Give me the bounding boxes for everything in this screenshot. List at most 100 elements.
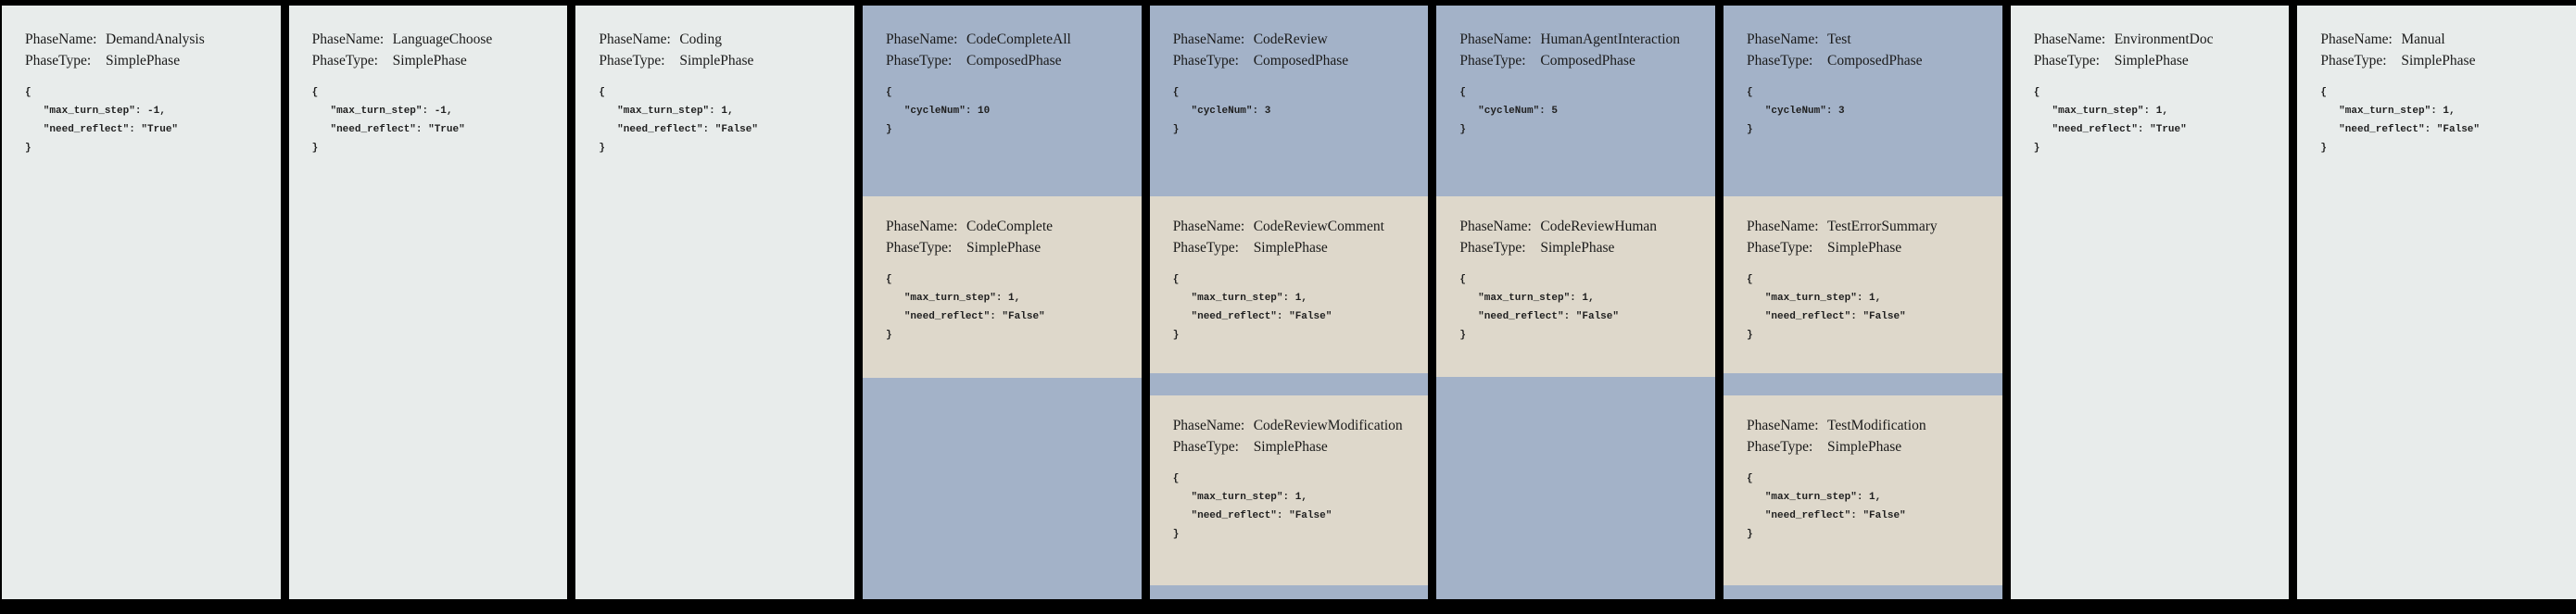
phase-type-row: PhaseType: SimplePhase [312,50,557,71]
phase-name-label: PhaseName: [886,31,958,47]
phase-name-value: HumanAgentInteraction [1540,31,1680,47]
phase-name-label: PhaseName: [1172,219,1245,234]
phase-type-label: PhaseType: [599,53,665,69]
phase-name-value: TestModification [1827,418,1926,433]
nested-phase-block-test-error-summary: PhaseName: TestErrorSummary PhaseType: S… [1724,196,2002,373]
phase-block: PhaseName: EnvironmentDoc PhaseType: Sim… [2011,6,2290,157]
phase-column-demand-analysis: PhaseName: DemandAnalysis PhaseType: Sim… [2,6,281,599]
phase-type-label: PhaseType: [311,53,378,69]
phase-type-value: SimplePhase [2114,53,2189,69]
phase-column-code-complete-all: PhaseName: CodeCompleteAll PhaseType: Co… [863,6,1142,599]
phase-type-label: PhaseType: [1747,240,1813,256]
phase-type-row: PhaseType: SimplePhase [2034,50,2279,71]
phase-name-label: PhaseName: [1459,219,1532,234]
nested-phase-block-code-review-modification: PhaseName: CodeReviewModification PhaseT… [1149,395,1429,585]
phase-name-label: PhaseName: [1747,31,1819,47]
phase-config-json: { "cycleNum": 10 } [886,87,991,135]
phase-type-value: ComposedPhase [1253,53,1349,69]
phase-name-row: PhaseName: TestErrorSummary [1747,216,1991,237]
phase-config-json: { "cycleNum": 5 } [1459,87,1558,135]
phase-config-json: { "max_turn_step": -1, "need_reflect": "… [311,87,465,154]
phase-name-label: PhaseName: [1459,31,1532,47]
phase-type-row: PhaseType: SimplePhase [2320,50,2565,71]
phase-name-value: CodeReviewComment [1253,219,1384,234]
phase-column-language-choose: PhaseName: LanguageChoose PhaseType: Sim… [288,6,568,599]
phase-name-value: CodeComplete [966,219,1054,234]
composed-phase-header: PhaseName: HumanAgentInteraction PhaseTy… [1436,6,1715,196]
phase-type-value: SimplePhase [2401,53,2476,69]
phase-type-row: PhaseType: ComposedPhase [1459,50,1704,71]
phase-name-value: LanguageChoose [392,31,493,47]
phase-column-environment-doc: PhaseName: EnvironmentDoc PhaseType: Sim… [2010,6,2290,599]
phase-config-json: { "cycleNum": 3 } [1747,87,1845,135]
phase-name-row: PhaseName: Manual [2320,29,2565,50]
phase-name-label: PhaseName: [1747,418,1819,433]
phase-name-row: PhaseName: CodeReview [1173,29,1418,50]
phase-type-label: PhaseType: [1747,439,1813,455]
phase-type-row: PhaseType: SimplePhase [1459,237,1704,258]
phase-name-value: Test [1827,31,1851,47]
phase-name-row: PhaseName: CodeReviewComment [1173,216,1418,237]
phase-type-label: PhaseType: [25,53,92,69]
phase-name-row: PhaseName: Coding [599,29,843,50]
phase-type-label: PhaseType: [886,240,953,256]
phase-config-json: { "max_turn_step": 1, "need_reflect": "T… [2033,87,2187,154]
phase-type-value: SimplePhase [392,53,467,69]
phase-type-value: SimplePhase [679,53,754,69]
phase-name-row: PhaseName: CodeReviewHuman [1459,216,1704,237]
phase-name-value: CodeCompleteAll [966,31,1071,47]
phase-name-row: PhaseName: CodeComplete [886,216,1130,237]
phase-name-label: PhaseName: [1172,418,1245,433]
phase-type-row: PhaseType: ComposedPhase [886,50,1130,71]
phase-block: PhaseName: DemandAnalysis PhaseType: Sim… [2,6,281,157]
phase-config-json: { "max_turn_step": -1, "need_reflect": "… [25,87,179,154]
phase-column-test: PhaseName: Test PhaseType: ComposedPhase… [1724,6,2002,599]
phase-type-value: SimplePhase [1827,240,1902,256]
phase-type-row: PhaseType: SimplePhase [1173,237,1418,258]
nested-phase-block-code-review-comment: PhaseName: CodeReviewComment PhaseType: … [1149,196,1429,373]
phase-type-value: ComposedPhase [1540,53,1635,69]
phase-name-label: PhaseName: [1172,31,1245,47]
phase-config-json: { "cycleNum": 3 } [1172,87,1271,135]
phase-block: PhaseName: Manual PhaseType: SimplePhase… [2297,6,2576,157]
phase-column-human-agent-interaction: PhaseName: HumanAgentInteraction PhaseTy… [1436,6,1716,599]
phase-config-json: { "max_turn_step": 1, "need_reflect": "F… [599,87,758,154]
phase-type-row: PhaseType: SimplePhase [1747,237,1991,258]
phase-type-row: PhaseType: ComposedPhase [1747,50,1991,71]
phase-block: PhaseName: LanguageChoose PhaseType: Sim… [289,6,568,157]
phase-name-value: EnvironmentDoc [2114,31,2214,47]
phase-name-value: TestErrorSummary [1827,219,1938,234]
phase-name-label: PhaseName: [2033,31,2106,47]
phase-name-row: PhaseName: TestModification [1747,415,1991,436]
phase-name-value: DemandAnalysis [106,31,205,47]
phase-name-label: PhaseName: [25,31,97,47]
phase-name-value: CodeReviewHuman [1540,219,1658,234]
phase-config-json: { "max_turn_step": 1, "need_reflect": "F… [886,274,1045,341]
phase-name-row: PhaseName: EnvironmentDoc [2034,29,2279,50]
phase-type-value: SimplePhase [1540,240,1615,256]
phase-name-label: PhaseName: [599,31,671,47]
phase-type-label: PhaseType: [1172,240,1239,256]
phase-type-label: PhaseType: [2320,53,2387,69]
nested-phase-block-code-review-human: PhaseName: CodeReviewHuman PhaseType: Si… [1436,196,1716,377]
phase-config-json: { "max_turn_step": 1, "need_reflect": "F… [1747,274,1906,341]
phase-name-row: PhaseName: DemandAnalysis [25,29,270,50]
phase-type-row: PhaseType: SimplePhase [1747,436,1991,457]
phase-type-label: PhaseType: [2033,53,2100,69]
composed-phase-header: PhaseName: CodeReview PhaseType: Compose… [1150,6,1429,196]
phase-block: PhaseName: Coding PhaseType: SimplePhase… [575,6,854,157]
phase-name-label: PhaseName: [2320,31,2393,47]
phase-name-value: CodeReview [1253,31,1328,47]
phase-type-row: PhaseType: SimplePhase [886,237,1130,258]
phase-column-code-review: PhaseName: CodeReview PhaseType: Compose… [1149,6,1429,599]
phase-column-manual: PhaseName: Manual PhaseType: SimplePhase… [2297,6,2576,599]
phase-name-label: PhaseName: [1747,219,1819,234]
phase-config-json: { "max_turn_step": 1, "need_reflect": "F… [2320,87,2481,154]
phase-type-row: PhaseType: SimplePhase [25,50,270,71]
phase-name-row: PhaseName: CodeReviewModification [1173,415,1418,436]
phase-type-value: SimplePhase [966,240,1042,256]
phase-config-json: { "max_turn_step": 1, "need_reflect": "F… [1172,473,1332,540]
phase-type-label: PhaseType: [1459,53,1526,69]
phase-type-value: SimplePhase [106,53,181,69]
